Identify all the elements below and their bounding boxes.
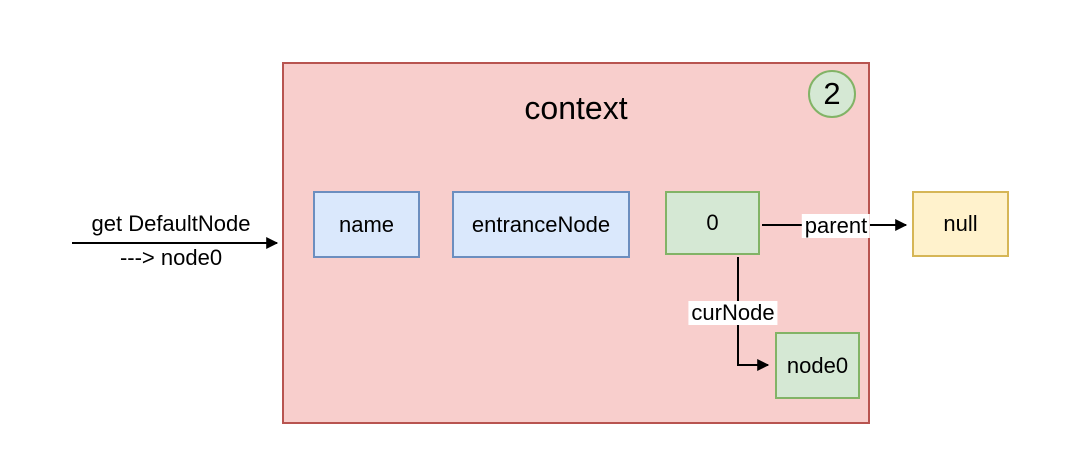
field-box-entrance-node-label: entranceNode — [471, 211, 611, 237]
index-box-0: 0 — [665, 191, 760, 255]
null-box: null — [912, 191, 1009, 257]
node0-box: node0 — [775, 332, 860, 399]
incoming-arrow-label-line1: get DefaultNode — [91, 211, 251, 236]
index-box-0-label: 0 — [706, 210, 719, 235]
node0-box-label: node0 — [786, 352, 849, 378]
field-box-name-label: name — [338, 211, 395, 237]
null-box-label: null — [943, 211, 978, 236]
curnode-edge-label: curNode — [688, 301, 778, 325]
field-box-entrance-node: entranceNode — [452, 191, 630, 258]
step-count-badge: 2 — [808, 70, 856, 118]
incoming-arrow-label-line2: ---> node0 — [119, 245, 223, 270]
parent-edge-label: parent — [801, 214, 871, 238]
field-box-name: name — [313, 191, 420, 258]
context-title: context — [524, 90, 628, 126]
